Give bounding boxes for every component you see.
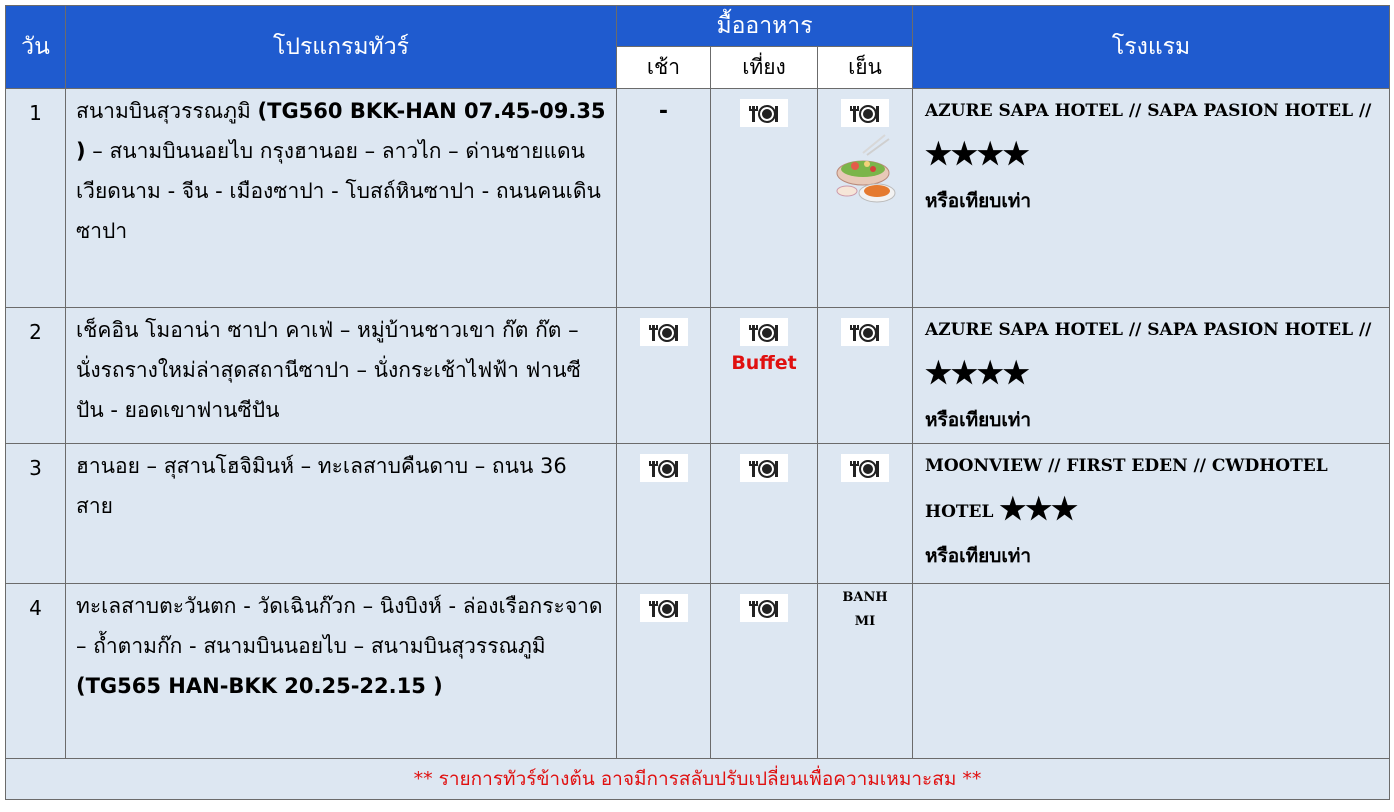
dinner-mi: MI	[854, 614, 876, 629]
header-meals: มื้ออาหาร	[615, 5, 914, 47]
meal-icon	[639, 454, 688, 482]
buffet-label: Buffet	[731, 352, 797, 374]
hotpot-food-icon	[836, 134, 896, 203]
day-number: 2	[5, 307, 66, 444]
program-text: สนามบินสุวรรณภูมิ	[76, 99, 258, 123]
hotel-note: หรือเทียบเท่า	[925, 190, 1032, 212]
hotel-note: หรือเทียบเท่า	[925, 409, 1032, 431]
hotel-note: หรือเทียบเท่า	[925, 545, 1032, 567]
hotel-name: AZURE SAPA HOTEL // SAPA PASION HOTEL //	[925, 101, 1372, 121]
flight-info: (TG565 HAN-BKK 20.25-22.15 )	[76, 674, 443, 698]
program-cell: เช็คอิน โมอาน่า ซาปา คาเฟ่ – หมู่บ้านชาว…	[65, 307, 617, 444]
meal-icon	[841, 99, 889, 127]
table-row: 3 ฮานอย – สุสานโฮจิมินห์ – ทะเลสาบคืนดาบ…	[5, 443, 1391, 584]
flight-info: (TG560 BKK-HAN 07.45-09.35 )	[76, 99, 606, 163]
meal-icon	[639, 318, 688, 346]
itinerary-table: วัน โปรแกรมทัวร์ มื้ออาหาร โรงแรม เช้า เ…	[4, 5, 1391, 800]
meal-icon	[740, 594, 788, 622]
meal-icon	[841, 454, 889, 482]
lunch-cell	[710, 88, 818, 308]
day-number: 3	[5, 443, 66, 584]
table-row: 2 เช็คอิน โมอาน่า ซาปา คาเฟ่ – หมู่บ้านช…	[5, 307, 1391, 444]
breakfast-cell: -	[616, 88, 711, 308]
footer-row: ** รายการทัวร์ข้างต้น อาจมีการสลับปรับเป…	[4, 758, 1391, 800]
hotel-cell-empty	[912, 583, 1391, 759]
dinner-cell	[816, 88, 914, 308]
program-text: – สนามบินนอยไบ กรุงฮานอย – ลาวไก – ด่านช…	[76, 139, 601, 243]
program-text: ทะเลสาบตะวันตก - วัดเฉินก๊วก – นิงบิงห์ …	[76, 594, 603, 658]
day-number: 4	[5, 583, 66, 759]
dinner-cell	[816, 307, 914, 444]
star-rating: ★★★	[999, 492, 1078, 527]
no-meal-dash: -	[658, 99, 669, 124]
meal-icon	[841, 318, 889, 346]
star-rating: ★★★★	[925, 356, 1030, 391]
hotel-cell: AZURE SAPA HOTEL // SAPA PASION HOTEL //…	[912, 307, 1391, 444]
star-rating: ★★★★	[925, 137, 1030, 172]
itinerary-table-wrapper: วัน โปรแกรมทัวร์ มื้ออาหาร โรงแรม เช้า เ…	[4, 5, 1391, 800]
header-lunch: เที่ยง	[710, 46, 818, 89]
program-cell: ฮานอย – สุสานโฮจิมินห์ – ทะเลสาบคืนดาบ –…	[65, 443, 617, 584]
dinner-cell	[816, 443, 914, 584]
breakfast-cell	[616, 307, 711, 444]
meal-icon	[740, 318, 788, 346]
header-program: โปรแกรมทัวร์	[65, 5, 617, 89]
hotel-name: MOONVIEW // FIRST EDEN // CWDHOTEL HOTEL	[925, 456, 1328, 522]
hotel-name: AZURE SAPA HOTEL // SAPA PASION HOTEL //	[925, 320, 1372, 340]
table-row: 4 ทะเลสาบตะวันตก - วัดเฉินก๊วก – นิงบิงห…	[5, 583, 1391, 759]
dinner-cell: BANH MI	[816, 583, 914, 759]
header-dinner: เย็น	[816, 46, 914, 89]
table-row: 1 สนามบินสุวรรณภูมิ (TG560 BKK-HAN 07.45…	[5, 88, 1391, 308]
meal-icon	[740, 99, 788, 127]
breakfast-cell	[616, 443, 711, 584]
header-hotel: โรงแรม	[912, 5, 1391, 89]
hotel-cell: MOONVIEW // FIRST EDEN // CWDHOTEL HOTEL…	[912, 443, 1391, 584]
meal-icon	[639, 594, 688, 622]
program-cell: สนามบินสุวรรณภูมิ (TG560 BKK-HAN 07.45-0…	[65, 88, 617, 308]
header-day: วัน	[5, 5, 66, 89]
footer-note: ** รายการทัวร์ข้างต้น อาจมีการสลับปรับเป…	[4, 758, 1391, 800]
meal-icon	[740, 454, 788, 482]
lunch-cell: Buffet	[710, 307, 818, 444]
program-cell: ทะเลสาบตะวันตก - วัดเฉินก๊วก – นิงบิงห์ …	[65, 583, 617, 759]
dinner-banh: BANH	[842, 590, 888, 605]
lunch-cell	[710, 443, 818, 584]
lunch-cell	[710, 583, 818, 759]
hotel-cell: AZURE SAPA HOTEL // SAPA PASION HOTEL //…	[912, 88, 1391, 308]
header-breakfast: เช้า	[616, 46, 711, 89]
day-number: 1	[5, 88, 66, 308]
breakfast-cell	[616, 583, 711, 759]
